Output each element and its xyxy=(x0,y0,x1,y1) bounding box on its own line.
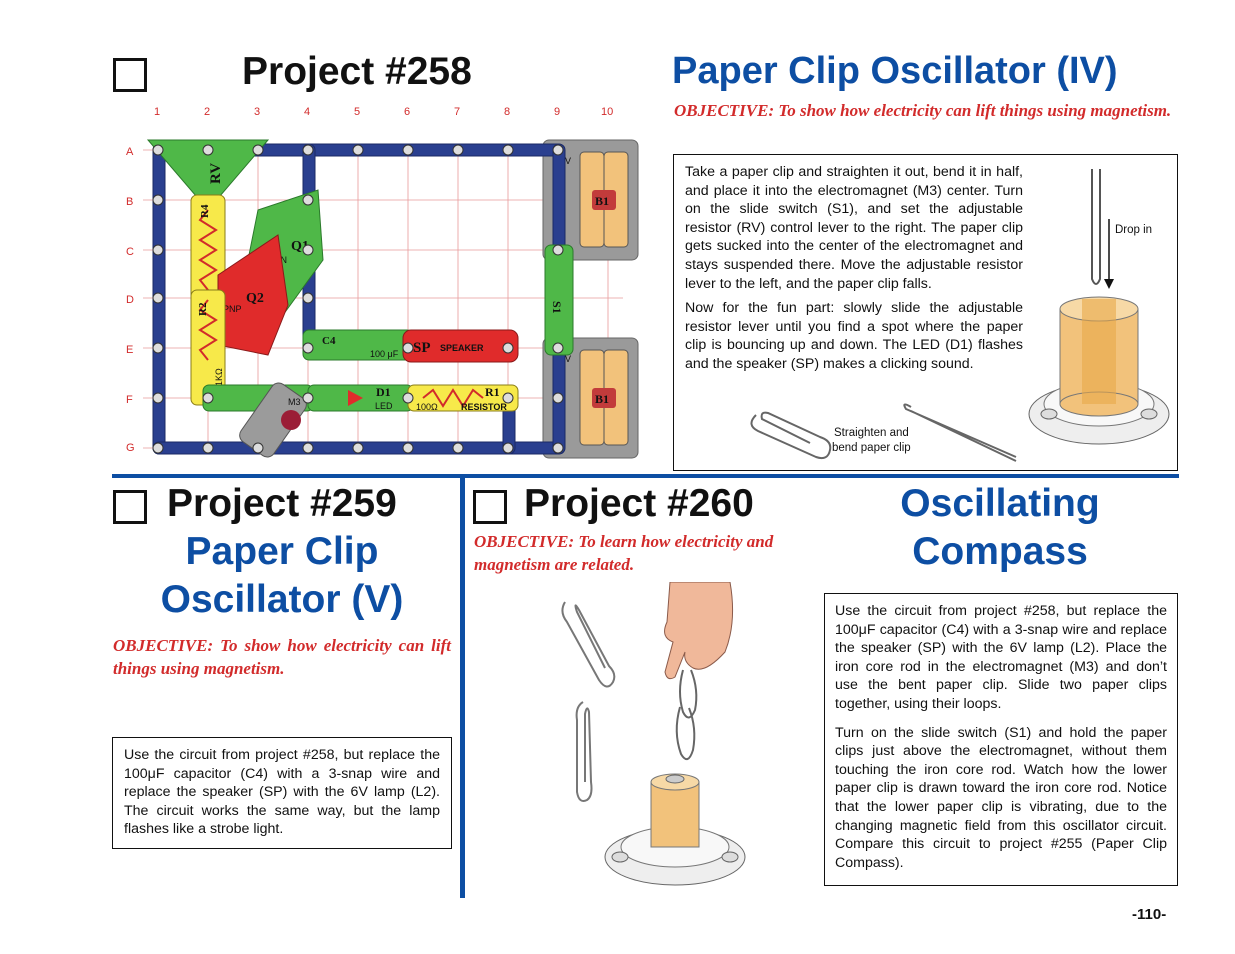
pnp-label: PNP xyxy=(223,304,242,314)
row-c: C xyxy=(126,246,134,258)
project-259-paragraph: Use the circuit from project #258, but r… xyxy=(124,747,440,838)
col-9: 9 xyxy=(554,106,560,118)
q2-label: Q2 xyxy=(246,291,264,306)
c4-value: 100 μF xyxy=(370,349,399,359)
col-10: 10 xyxy=(601,106,613,118)
rv-adjustable-resistor xyxy=(146,139,270,211)
section-divider-horizontal xyxy=(112,474,1179,478)
col-5: 5 xyxy=(354,106,360,118)
project-258-instructions-box: Take a paper clip and straighten it out,… xyxy=(673,154,1178,471)
project-260-title-line-2: Compass xyxy=(912,530,1088,573)
b1-bottom-label: B1 xyxy=(595,392,609,406)
project-258-paragraph-2: Now for the fun part: slowly slide the a… xyxy=(685,300,1023,372)
project-260-paragraph-2: Turn on the slide switch (S1) and hold t… xyxy=(835,724,1167,871)
col-7: 7 xyxy=(454,106,460,118)
col-8: 8 xyxy=(504,106,510,118)
col-3: 3 xyxy=(254,106,260,118)
sp-sub-label: SPEAKER xyxy=(440,343,484,353)
project-260-paragraph-1: Use the circuit from project #258, but r… xyxy=(835,603,1167,712)
project-259-instructions-box: Use the circuit from project #258, but r… xyxy=(112,737,452,849)
volt-label-top: 3V xyxy=(560,156,571,166)
row-a: A xyxy=(126,146,134,158)
straighten-label-2: bend paper clip xyxy=(832,442,911,454)
volt-label-bottom: 3V xyxy=(560,354,571,364)
col-6: 6 xyxy=(404,106,410,118)
s1-label: S1 xyxy=(550,301,564,314)
page-number: -110- xyxy=(1132,906,1167,923)
project-260-title-line-1: Oscillating xyxy=(900,482,1100,525)
column-labels: 1 2 3 4 5 6 7 8 9 10 xyxy=(154,106,613,118)
r4-label: R4 xyxy=(199,204,211,218)
col-4: 4 xyxy=(304,106,310,118)
r1-value: 100Ω xyxy=(416,402,438,412)
hand-paper-clips-illustration xyxy=(561,582,746,886)
s1-slide-switch xyxy=(544,244,574,356)
circuit-diagram: 1 2 3 4 5 6 7 8 9 10 A B C D E F G B1 B1… xyxy=(126,106,639,459)
r1-sub-label: RESISTOR xyxy=(461,402,507,412)
sp-label: SP xyxy=(413,340,431,356)
m3-label: M3 xyxy=(288,397,301,407)
project-260-instructions-box: Use the circuit from project #258, but r… xyxy=(824,593,1178,886)
project-259-checkbox[interactable] xyxy=(113,490,147,524)
d1-label: D1 xyxy=(376,385,391,399)
section-divider-vertical xyxy=(460,478,465,898)
rv-label: RV xyxy=(208,163,224,184)
project-258-objective: OBJECTIVE: To show how electricity can l… xyxy=(674,101,1172,120)
project-259-number: Project #259 xyxy=(167,482,397,525)
project-258-title: Paper Clip Oscillator (IV) xyxy=(672,50,1118,92)
drop-in-label: Drop in xyxy=(1115,224,1153,236)
project-259-title-line-2: Oscillator (V) xyxy=(160,578,404,621)
straighten-label-1: Straighten and xyxy=(834,427,909,439)
project-258-number: Project #258 xyxy=(242,50,472,93)
row-e: E xyxy=(126,344,133,356)
row-d: D xyxy=(126,294,134,306)
r2-value: 1KΩ xyxy=(214,368,224,386)
project-260-number: Project #260 xyxy=(524,482,754,525)
b1-top-label: B1 xyxy=(595,194,609,208)
row-g: G xyxy=(126,442,135,454)
c4-label: C4 xyxy=(322,335,336,347)
paper-clip-illustration xyxy=(750,403,1017,462)
row-f: F xyxy=(126,394,133,406)
project-259-title-line-1: Paper Clip xyxy=(185,530,379,573)
project-258-paragraph-1: Take a paper clip and straighten it out,… xyxy=(685,164,1023,292)
r2-label: R2 xyxy=(197,302,209,316)
row-b: B xyxy=(126,196,133,208)
electromagnet-dropin-illustration xyxy=(1028,169,1170,445)
col-1: 1 xyxy=(154,106,160,118)
row-labels: A B C D E F G xyxy=(126,146,135,454)
d1-sub-label: LED xyxy=(375,401,393,411)
r1-label: R1 xyxy=(485,385,500,399)
project-259-objective: OBJECTIVE: To show how electricity can l… xyxy=(113,636,451,678)
project-258-checkbox[interactable] xyxy=(113,58,147,92)
snap-points xyxy=(152,144,564,454)
project-260-objective: OBJECTIVE: To learn how electricity and … xyxy=(474,532,774,574)
project-260-checkbox[interactable] xyxy=(473,490,507,524)
col-2: 2 xyxy=(204,106,210,118)
